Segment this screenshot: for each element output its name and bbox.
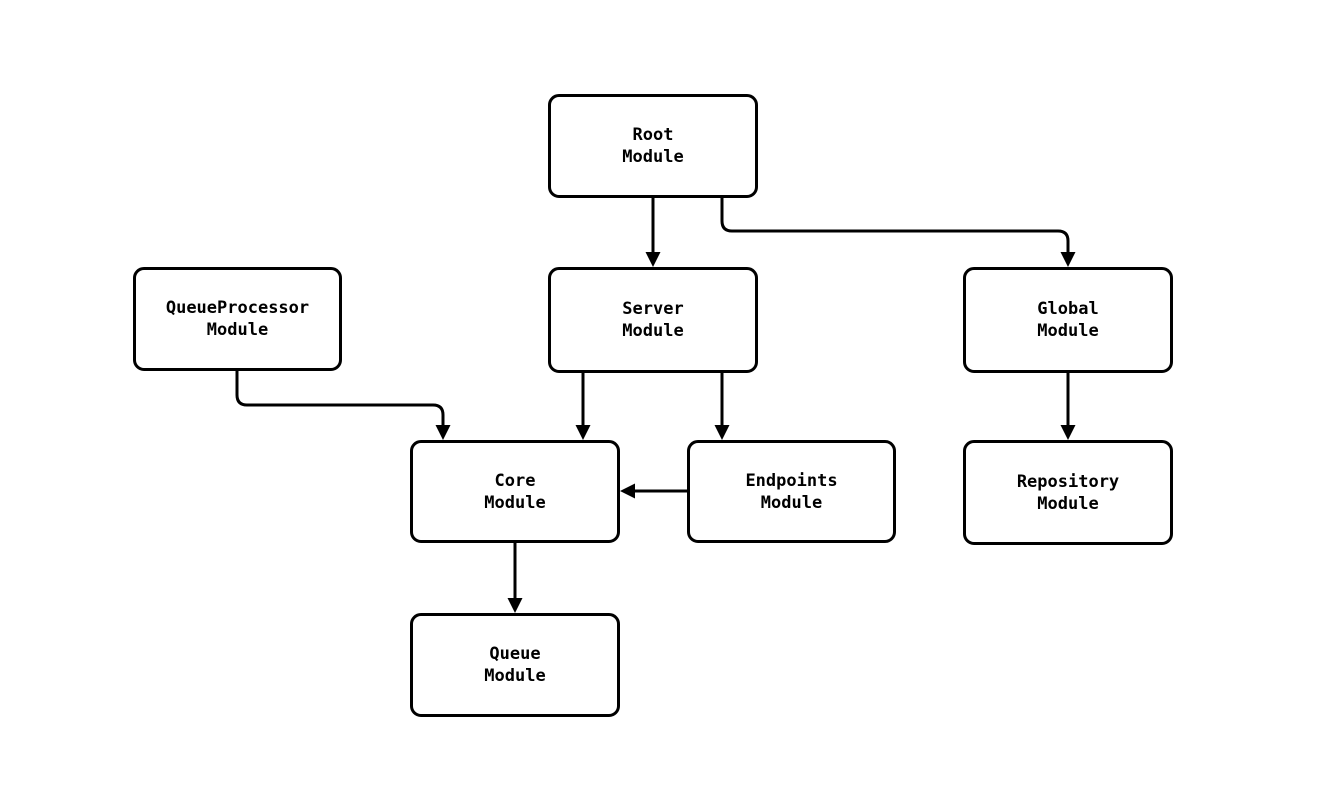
node-label-primary: Global (1037, 299, 1099, 319)
arrowhead-endpoints-to-core (620, 483, 635, 499)
node-label-secondary: Module (622, 321, 684, 341)
node-label-primary: QueueProcessor (165, 298, 310, 318)
edge-paths (235, 198, 1070, 604)
node-label-secondary: Module (760, 492, 823, 513)
node-label-primary: Core (494, 470, 536, 491)
node-label-secondary: Module (1037, 321, 1099, 341)
arrowhead-server-to-core (575, 425, 591, 440)
node-label-secondary: Module (484, 666, 546, 686)
edge-queueprocessor-to-core (235, 371, 445, 431)
node-label-primary: Endpoints (745, 470, 838, 491)
node-label-secondary: Module (622, 147, 684, 167)
node-label-primary: Server (622, 299, 684, 319)
node-label-primary: Queue (489, 644, 541, 664)
arrowhead-root-to-global (1060, 252, 1076, 267)
arrowhead-core-to-queue (507, 598, 523, 613)
arrowhead-root-to-server (645, 252, 661, 267)
arrowhead-queueprocessor-to-core (435, 425, 451, 440)
edge-arrowheads (435, 252, 1076, 613)
node-label-primary: Repository (1016, 471, 1120, 492)
node-label-secondary: Module (206, 320, 269, 340)
arrowhead-global-to-repository (1060, 425, 1076, 440)
arrowhead-server-to-endpoints (714, 425, 730, 440)
node-label-secondary: Module (1037, 493, 1099, 514)
edge-root-to-global (720, 198, 1070, 258)
node-label-primary: Root (632, 125, 674, 145)
node-label-secondary: Module (484, 492, 546, 513)
